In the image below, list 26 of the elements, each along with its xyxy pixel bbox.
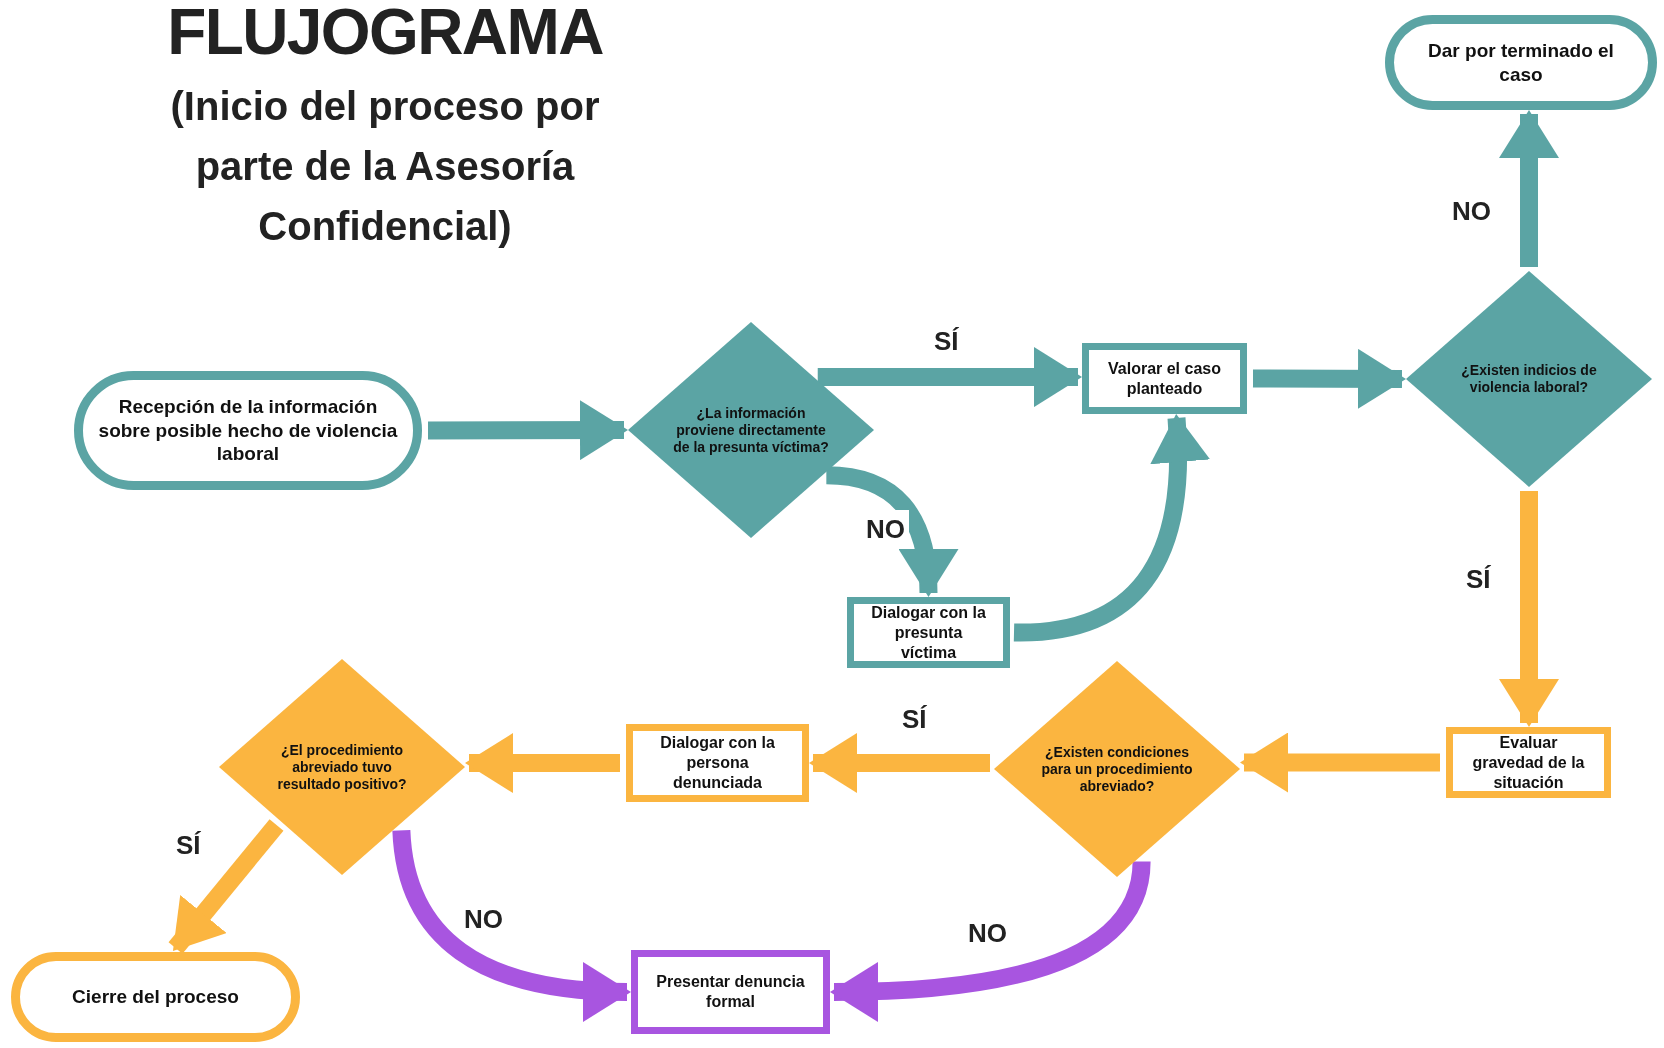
process-box: Evaluar gravedad de la situación bbox=[1446, 727, 1611, 798]
terminal-box: Recepción de la información sobre posible hecho de violencia laboral bbox=[74, 371, 422, 490]
arrow bbox=[465, 733, 620, 793]
subtitle: (Inicio del proceso por parte de la Asesoría Confidencial) bbox=[169, 83, 601, 250]
arrow bbox=[1013, 414, 1209, 642]
decision-text: ¿Existen indicios de violencia laboral? bbox=[1460, 362, 1598, 396]
arrow bbox=[392, 829, 631, 1021]
terminal-box: Dar por terminado el caso bbox=[1385, 15, 1657, 110]
process-box: Presentar denuncia formal bbox=[631, 950, 830, 1034]
arrow bbox=[809, 733, 990, 793]
arrow bbox=[817, 347, 1082, 408]
arrow bbox=[1240, 732, 1440, 793]
arrow bbox=[1499, 491, 1559, 727]
decision-text: ¿Existen condiciones para un procedimiento abreviado? bbox=[1040, 743, 1194, 795]
arrow bbox=[825, 466, 957, 597]
process-box: Valorar el caso planteado bbox=[1082, 343, 1247, 414]
arrow bbox=[168, 819, 284, 954]
process-box: Dialogar con la persona denunciada bbox=[626, 724, 809, 802]
arrow bbox=[427, 400, 628, 461]
arrow bbox=[1252, 348, 1406, 409]
title: FLUJOGRAMA bbox=[166, 0, 604, 68]
terminal-box: Cierre del proceso bbox=[11, 952, 300, 1042]
decision-text: ¿La información proviene directamente de la presunta víctima? bbox=[672, 404, 830, 456]
process-box: Dialogar con la presunta víctima bbox=[847, 597, 1010, 668]
decision-text: ¿El procedimiento abreviado tuvo resultado positivo? bbox=[276, 741, 408, 793]
arrow bbox=[1499, 110, 1559, 267]
